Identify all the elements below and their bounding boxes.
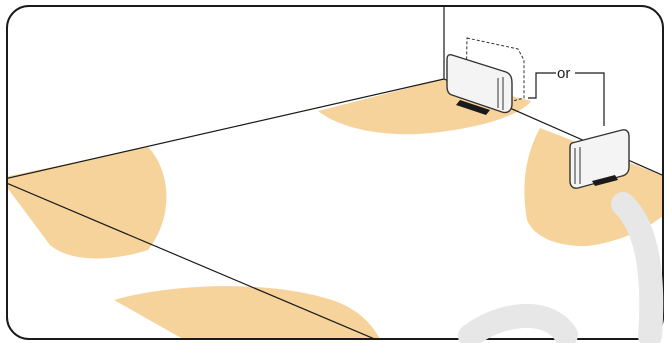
speaker-device-icon xyxy=(569,129,630,189)
coverage-zone-bottom xyxy=(114,286,382,339)
speaker-device-icon xyxy=(446,53,513,115)
diagram-frame xyxy=(6,5,664,340)
floor-area xyxy=(7,79,663,339)
watermark xyxy=(458,192,664,343)
or-connector xyxy=(528,72,605,126)
coverage-zone-left xyxy=(7,147,167,259)
or-label: or xyxy=(557,65,570,82)
